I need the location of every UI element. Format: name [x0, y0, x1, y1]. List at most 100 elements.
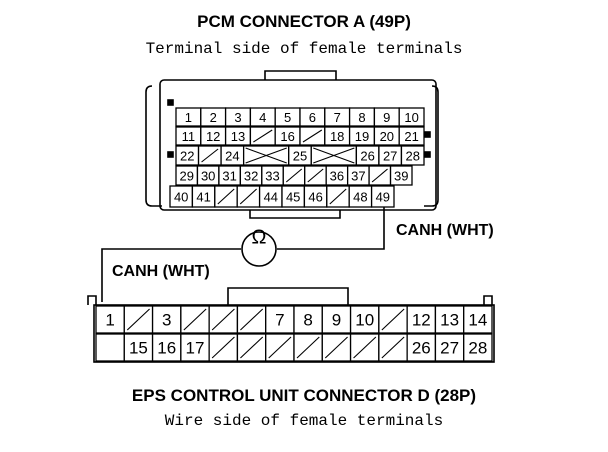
svg-text:16: 16	[280, 129, 294, 144]
pcm-terminal-9: 9	[373, 107, 400, 127]
svg-text:11: 11	[182, 129, 196, 144]
eps-terminal-14: 14	[463, 305, 493, 334]
eps-terminal-17: 17	[180, 333, 210, 362]
eps-terminal-blank	[321, 333, 352, 362]
svg-text:21: 21	[404, 129, 418, 144]
svg-text:9: 9	[332, 311, 341, 330]
svg-text:20: 20	[380, 129, 394, 144]
pcm-terminal-18: 18	[324, 126, 351, 146]
svg-text:32: 32	[244, 169, 258, 184]
pcm-connector-subtitle: Terminal side of female terminals	[145, 40, 463, 58]
svg-text:16: 16	[157, 339, 176, 358]
eps-terminal-blank	[95, 333, 125, 362]
svg-text:46: 46	[308, 190, 322, 205]
svg-text:13: 13	[231, 129, 245, 144]
pcm-terminal-41: 41	[191, 185, 216, 208]
pcm-terminal-39: 39	[389, 165, 413, 186]
eps-terminal-blank	[265, 333, 295, 362]
canh-wire-label-left: CANH (WHT)	[112, 263, 210, 280]
svg-text:6: 6	[309, 110, 316, 125]
pcm-terminal-44: 44	[258, 185, 283, 208]
eps-terminal-blank	[236, 305, 267, 334]
svg-text:7: 7	[334, 110, 341, 125]
svg-text:44: 44	[264, 190, 278, 205]
eps-terminal-12: 12	[406, 305, 437, 334]
eps-terminal-27: 27	[434, 333, 465, 362]
svg-text:1: 1	[105, 311, 114, 330]
eps-terminal-7: 7	[265, 305, 295, 334]
ohm-symbol: Ω	[251, 226, 267, 249]
eps-connector-title: EPS CONTROL UNIT CONNECTOR D (28P)	[131, 386, 477, 405]
svg-text:2: 2	[210, 110, 217, 125]
svg-text:18: 18	[330, 129, 344, 144]
svg-text:27: 27	[383, 149, 397, 164]
pcm-terminal-10: 10	[398, 107, 425, 127]
svg-text:33: 33	[265, 169, 279, 184]
pcm-terminal-31: 31	[218, 165, 242, 186]
pcm-terminal-28: 28	[400, 145, 425, 166]
pcm-terminal-13: 13	[224, 126, 252, 146]
svg-text:15: 15	[129, 339, 148, 358]
eps-connector-housing	[87, 287, 495, 363]
svg-text:24: 24	[225, 149, 239, 164]
svg-text:10: 10	[404, 110, 418, 125]
eps-terminal-blank	[349, 333, 380, 362]
svg-text:13: 13	[440, 311, 459, 330]
svg-text:40: 40	[174, 190, 188, 205]
svg-text:37: 37	[351, 169, 365, 184]
svg-text:19: 19	[355, 129, 369, 144]
eps-terminal-blank	[208, 333, 239, 362]
svg-text:4: 4	[259, 110, 266, 125]
svg-text:25: 25	[293, 149, 307, 164]
pcm-terminal-3: 3	[224, 107, 252, 127]
eps-connector-subtitle: Wire side of female terminals	[164, 412, 444, 430]
wire-right	[277, 207, 385, 250]
eps-terminal-28: 28	[463, 333, 493, 362]
svg-text:49: 49	[376, 190, 390, 205]
pcm-terminal-5: 5	[274, 107, 301, 127]
svg-text:45: 45	[286, 190, 300, 205]
pcm-terminal-46: 46	[303, 185, 328, 208]
pcm-terminal-1: 1	[175, 107, 202, 127]
svg-text:41: 41	[196, 190, 210, 205]
eps-terminal-blank	[236, 333, 267, 362]
pcm-terminal-2: 2	[200, 107, 227, 127]
pcm-terminal-32: 32	[239, 165, 263, 186]
pcm-terminal-16: 16	[274, 126, 301, 146]
pcm-terminal-blank	[236, 185, 261, 208]
eps-terminal-blank	[208, 305, 239, 334]
wire-left	[101, 248, 241, 302]
svg-text:29: 29	[179, 169, 193, 184]
svg-text:12: 12	[412, 311, 431, 330]
svg-text:17: 17	[186, 339, 205, 358]
eps-terminal-10: 10	[349, 305, 380, 334]
pcm-terminal-21: 21	[398, 126, 425, 146]
pcm-terminal-20: 20	[373, 126, 400, 146]
pcm-terminal-22: 22	[175, 145, 200, 166]
pcm-terminal-45: 45	[281, 185, 306, 208]
pcm-terminal-12: 12	[200, 126, 227, 146]
pcm-terminal-blank	[368, 165, 392, 186]
svg-text:3: 3	[234, 110, 241, 125]
canh-wire-label-right: CANH (WHT)	[396, 222, 494, 239]
svg-text:39: 39	[394, 169, 408, 184]
pcm-terminal-25: 25	[288, 145, 312, 166]
eps-terminal-blank	[180, 305, 210, 334]
svg-text:36: 36	[330, 169, 344, 184]
probe-circuit	[101, 207, 385, 302]
eps-terminal-15: 15	[123, 333, 154, 362]
pcm-terminal-33: 33	[261, 165, 284, 186]
svg-text:1: 1	[185, 110, 192, 125]
eps-terminal-blank	[378, 305, 408, 334]
svg-text:5: 5	[284, 110, 291, 125]
svg-text:14: 14	[468, 311, 487, 330]
eps-terminal-1: 1	[95, 305, 125, 334]
pcm-terminal-19: 19	[348, 126, 376, 146]
svg-text:3: 3	[162, 311, 171, 330]
svg-text:9: 9	[383, 110, 390, 125]
eps-terminal-26: 26	[406, 333, 437, 362]
svg-text:31: 31	[222, 169, 236, 184]
